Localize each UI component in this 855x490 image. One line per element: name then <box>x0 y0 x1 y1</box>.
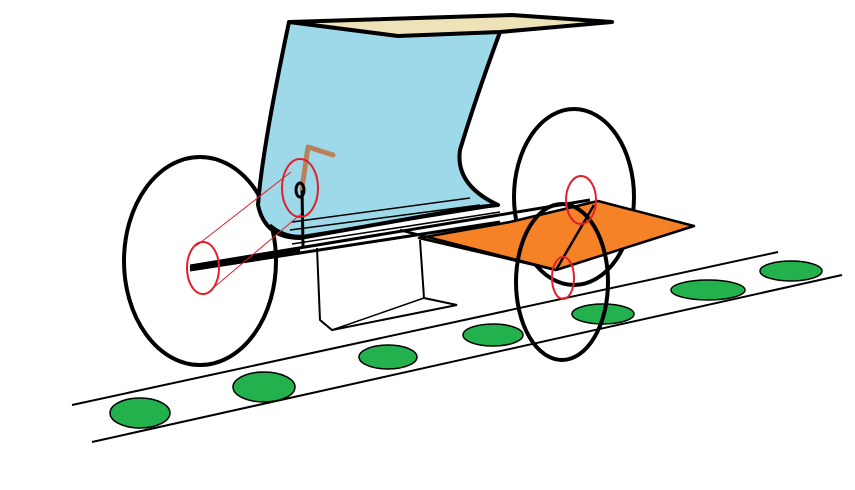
seat-rail-2 <box>289 204 481 231</box>
chassis-lower <box>189 220 501 272</box>
highlights <box>186 158 597 300</box>
seat-backrest <box>256 20 502 240</box>
pedal-crank <box>294 144 336 247</box>
track-rail-top <box>71 251 779 406</box>
stand-inner <box>331 297 425 331</box>
seat-rail-1 <box>291 197 471 223</box>
crank-handle <box>299 144 336 191</box>
track-marker <box>358 344 418 370</box>
track-marker <box>759 260 823 282</box>
support-stand <box>316 239 458 332</box>
seat-rail-3 <box>291 211 501 245</box>
seat-frame <box>189 197 591 272</box>
seat-front-edge <box>269 203 499 238</box>
chain-line-lower <box>205 213 302 295</box>
track <box>71 251 843 443</box>
chassis-upper <box>189 198 591 268</box>
chassis-rear-link <box>189 248 301 270</box>
highlight-rear-hub <box>186 241 220 295</box>
track-marker <box>232 371 296 403</box>
crank-post <box>300 189 305 247</box>
footboard-edge <box>399 228 557 272</box>
track-rail-bottom <box>91 274 843 443</box>
highlight-crank <box>281 158 319 218</box>
track-marker <box>109 397 171 429</box>
chain-line-upper <box>195 171 292 247</box>
highlight-front-hub-back <box>565 175 597 225</box>
track-marker <box>462 323 524 347</box>
stand-outline <box>316 239 458 332</box>
highlight-front-hub-front <box>551 256 575 300</box>
rear-wheel <box>122 155 278 367</box>
canopy-edge <box>288 20 399 38</box>
track-marker <box>670 279 746 301</box>
front-wheel-front <box>514 202 610 362</box>
crank-hub <box>294 181 306 199</box>
